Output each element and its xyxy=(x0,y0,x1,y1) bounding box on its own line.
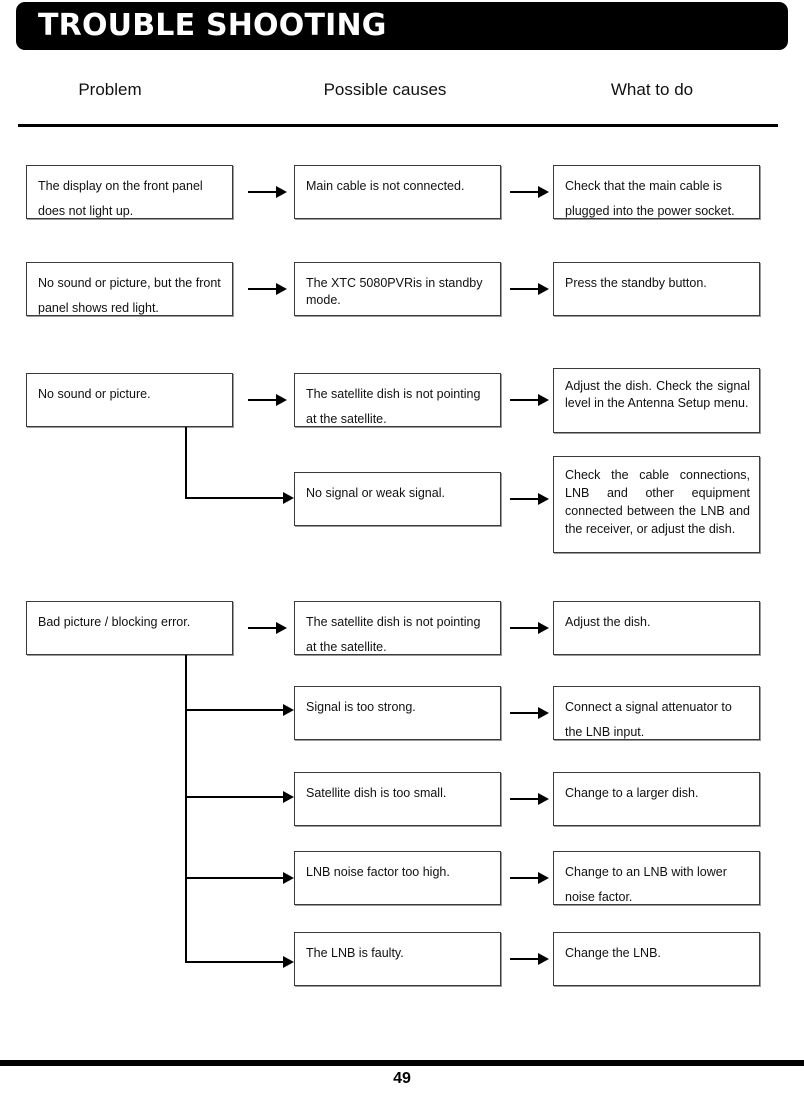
arrow-cause-to-action-9 xyxy=(510,953,549,965)
cause-text-5: The satellite dish is not pointing at th… xyxy=(306,615,481,654)
problem-text-2: No sound or picture, but the front panel… xyxy=(38,276,221,315)
problem-box-5: Bad picture / blocking error. xyxy=(26,601,233,655)
header-divider xyxy=(18,124,778,127)
cause-box-4: No signal or weak signal. xyxy=(294,472,501,526)
page-title-bar: TROUBLE SHOOTING xyxy=(16,2,788,50)
cause-box-8: LNB noise factor too high. xyxy=(294,851,501,905)
page-number: 49 xyxy=(393,1070,411,1087)
action-text-4: Check the cable connections, LNB and oth… xyxy=(565,468,750,536)
action-box-2: Press the standby button. xyxy=(553,262,760,316)
action-text-2: Press the standby button. xyxy=(565,276,707,290)
problem-box-1: The display on the front panel does not … xyxy=(26,165,233,219)
column-header-possible-causes: Possible causes xyxy=(323,80,447,99)
cause-box-3: The satellite dish is not pointing at th… xyxy=(294,373,501,427)
arrow-branch-to-cause-7 xyxy=(262,791,294,803)
arrow-branch-to-cause-6 xyxy=(262,704,294,716)
cause-text-8: LNB noise factor too high. xyxy=(306,865,450,879)
branch-stub-3 xyxy=(185,497,275,499)
problem-box-2: No sound or picture, but the front panel… xyxy=(26,262,233,316)
branch-stub-9 xyxy=(185,961,275,963)
action-text-3: Adjust the dish. Check the signal level … xyxy=(565,379,750,410)
action-text-7: Change to a larger dish. xyxy=(565,786,699,800)
action-text-9: Change the LNB. xyxy=(565,946,661,960)
page-title: TROUBLE SHOOTING xyxy=(38,7,387,43)
arrow-branch-to-cause-8 xyxy=(262,872,294,884)
arrow-problem-to-cause-5 xyxy=(248,622,287,634)
action-text-8: Change to an LNB with lower noise factor… xyxy=(565,865,727,904)
action-box-1: Check that the main cable is plugged int… xyxy=(553,165,760,219)
column-header-problem: Problem xyxy=(78,80,142,99)
arrow-cause-to-action-8 xyxy=(510,872,549,884)
cause-box-7: Satellite dish is too small. xyxy=(294,772,501,826)
action-box-9: Change the LNB. xyxy=(553,932,760,986)
branch-stub-7 xyxy=(185,796,275,798)
branch-trunk-5 xyxy=(185,655,187,963)
problem-text-1: The display on the front panel does not … xyxy=(38,179,203,218)
cause-box-9: The LNB is faulty. xyxy=(294,932,501,986)
arrow-cause-to-action-6 xyxy=(510,707,549,719)
cause-text-4: No signal or weak signal. xyxy=(306,486,445,500)
arrow-cause-to-action-1 xyxy=(510,186,549,198)
action-text-6: Connect a signal attenuator to the LNB i… xyxy=(565,700,732,739)
action-text-5: Adjust the dish. xyxy=(565,615,651,629)
action-box-6: Connect a signal attenuator to the LNB i… xyxy=(553,686,760,740)
problem-box-3: No sound or picture. xyxy=(26,373,233,427)
cause-box-2: The XTC 5080PVRis in standby mode. xyxy=(294,262,501,316)
action-box-7: Change to a larger dish. xyxy=(553,772,760,826)
cause-text-7: Satellite dish is too small. xyxy=(306,786,447,800)
arrow-cause-to-action-7 xyxy=(510,793,549,805)
branch-trunk-3 xyxy=(185,427,187,499)
cause-text-1: Main cable is not connected. xyxy=(306,179,465,193)
branch-stub-6 xyxy=(185,709,275,711)
action-box-3: Adjust the dish. Check the signal level … xyxy=(553,368,760,433)
action-box-8: Change to an LNB with lower noise factor… xyxy=(553,851,760,905)
column-header-what-to-do: What to do xyxy=(610,80,694,99)
arrow-branch-to-cause-4 xyxy=(262,492,294,504)
action-box-4: Check the cable connections, LNB and oth… xyxy=(553,456,760,553)
action-box-5: Adjust the dish. xyxy=(553,601,760,655)
action-text-1: Check that the main cable is plugged int… xyxy=(565,179,735,218)
arrow-branch-to-cause-9 xyxy=(262,956,294,968)
problem-text-5: Bad picture / blocking error. xyxy=(38,615,191,629)
arrow-cause-to-action-2 xyxy=(510,283,549,295)
arrow-cause-to-action-3 xyxy=(510,394,549,406)
cause-text-6: Signal is too strong. xyxy=(306,700,416,714)
arrow-problem-to-cause-2 xyxy=(248,283,287,295)
cause-box-6: Signal is too strong. xyxy=(294,686,501,740)
footer-divider xyxy=(0,1060,804,1066)
arrow-problem-to-cause-1 xyxy=(248,186,287,198)
cause-text-9: The LNB is faulty. xyxy=(306,946,404,960)
branch-stub-8 xyxy=(185,877,275,879)
problem-text-3: No sound or picture. xyxy=(38,387,151,401)
arrow-cause-to-action-5 xyxy=(510,622,549,634)
cause-text-3: The satellite dish is not pointing at th… xyxy=(306,387,481,426)
arrow-problem-to-cause-3 xyxy=(248,394,287,406)
cause-box-1: Main cable is not connected. xyxy=(294,165,501,219)
arrow-cause-to-action-4 xyxy=(510,493,549,505)
cause-text-2: The XTC 5080PVRis in standby mode. xyxy=(306,276,483,307)
cause-box-5: The satellite dish is not pointing at th… xyxy=(294,601,501,655)
